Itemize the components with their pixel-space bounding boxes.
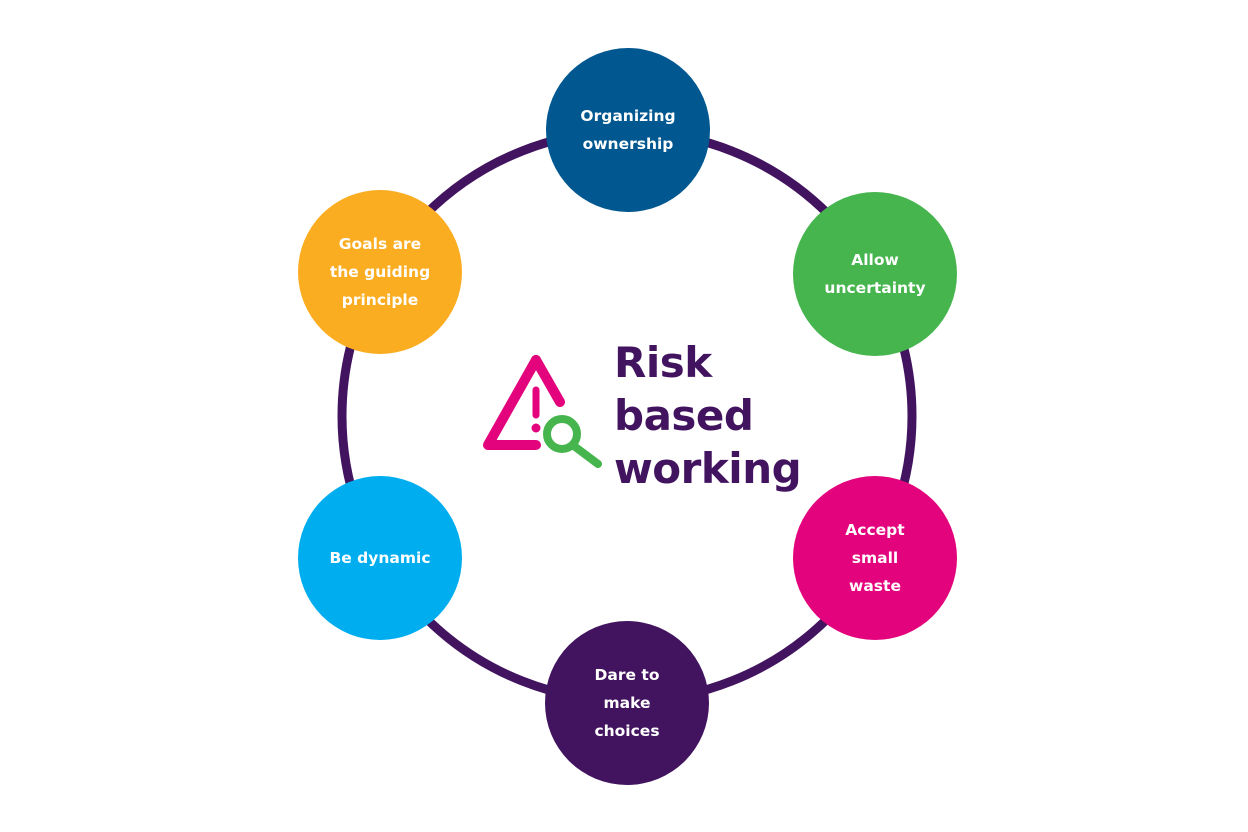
warning-magnifier-icon: [483, 355, 602, 468]
warning-triangle-icon: [483, 355, 565, 450]
node-label: Goals are the guiding principle: [329, 235, 431, 309]
diagram-title: Risk based working: [614, 338, 802, 493]
node-label: Organizing ownership: [580, 107, 676, 153]
magnifier-icon: [543, 415, 602, 468]
node-label: Dare to make choices: [594, 666, 660, 740]
node-label: Accept small waste: [845, 521, 905, 595]
node-be-dynamic: Be dynamic: [298, 476, 462, 640]
node-label: Be dynamic: [329, 549, 431, 567]
node-goals-guiding-principle: Goals are the guiding principle: [298, 190, 462, 354]
node-accept-small-waste: Accept small waste: [793, 476, 957, 640]
node-organizing-ownership: Organizing ownership: [546, 48, 710, 212]
node-allow-uncertainty: Allow uncertainty: [793, 192, 957, 356]
node-label: Allow uncertainty: [824, 251, 926, 297]
node-dare-to-make-choices: Dare to make choices: [545, 621, 709, 785]
